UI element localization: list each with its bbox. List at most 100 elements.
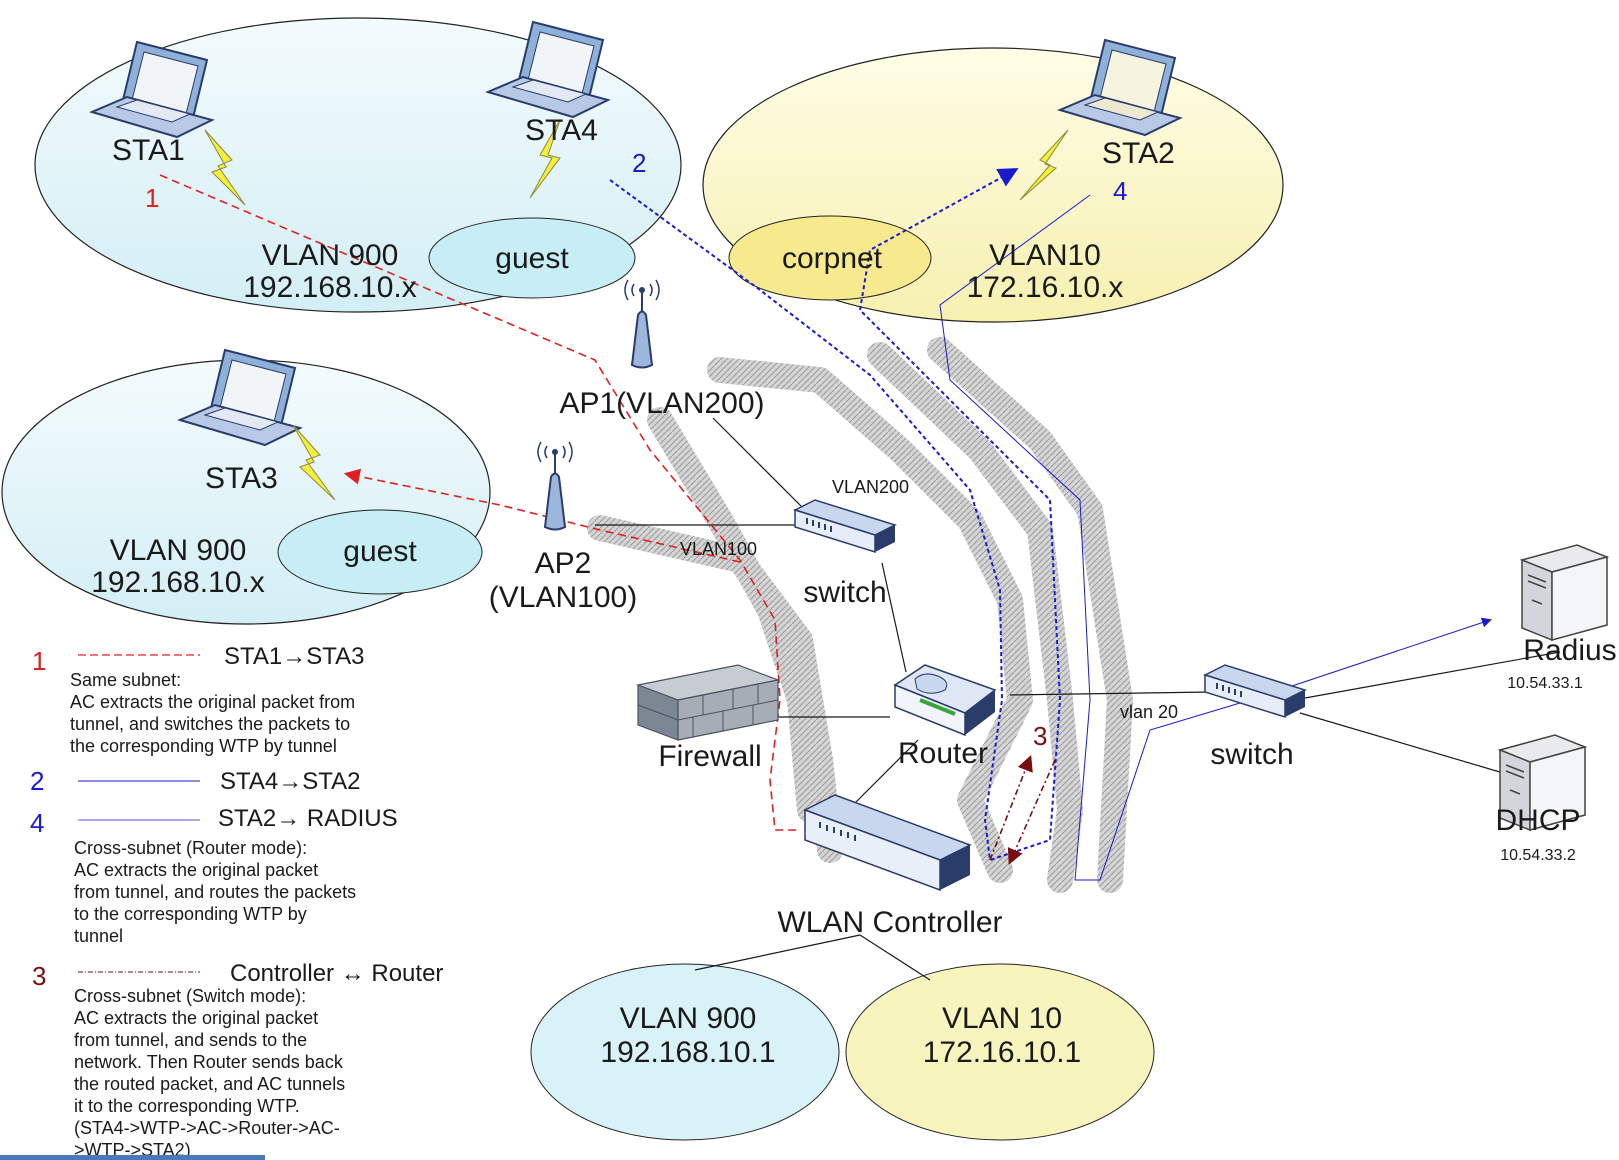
legend-4-number: 4 (30, 808, 44, 838)
tunnel-pipe-corp2 (927, 337, 1133, 893)
wlan-controller-icon (803, 794, 972, 892)
laptop-sta1-icon (89, 40, 215, 139)
link-controller-vlan900 (694, 934, 861, 971)
bottom-edge-bar (0, 1155, 265, 1160)
zone-mid-left-guest-ellipse (277, 509, 483, 595)
zone-bottom-left-ellipse (530, 963, 840, 1141)
legend-4-desc-2: AC extracts the original packet (74, 860, 318, 880)
dhcp-server-icon (1497, 734, 1588, 832)
controller-label: WLAN Controller (777, 906, 1002, 939)
radius-ip: 10.54.33.1 (1507, 675, 1583, 692)
legend-3-desc-4: network. Then Router sends back (74, 1052, 344, 1072)
link-switch2-radius (1304, 651, 1561, 699)
dhcp-ip: 10.54.33.2 (1500, 847, 1576, 864)
zone-top-left-vlan: VLAN 900 (262, 239, 399, 272)
legend-1-title: STA1→STA3 (224, 643, 364, 670)
radius-server-icon (1519, 544, 1610, 642)
legend-3-desc-3: from tunnel, and sends to the (74, 1030, 307, 1050)
path-4-sta2-radius (939, 194, 1492, 881)
network-links (595, 417, 1561, 981)
zone-bottom-left-subnet: 192.168.10.1 (600, 1036, 775, 1069)
switch-right-label: switch (1210, 738, 1293, 771)
station-sta1-label: STA1 (112, 134, 185, 167)
legend-1-desc-1: Same subnet: (70, 670, 181, 690)
legend-4-desc-5: tunnel (74, 926, 123, 946)
zone-mid-left-subnet: 192.168.10.x (91, 566, 264, 599)
wireless-bolt-sta1-icon (204, 129, 246, 206)
firewall-label: Firewall (658, 740, 761, 773)
legend-3-desc-7: (STA4->WTP->AC->Router->AC- (74, 1118, 340, 1138)
zone-top-right-subnet: 172.16.10.x (967, 271, 1124, 304)
zone-top-right-corpnet-ellipse (728, 215, 932, 301)
zone-mid-left-guest: guest (343, 535, 417, 568)
station-sta3-label: STA3 (205, 462, 278, 495)
firewall-icon (635, 664, 781, 741)
path-number-4: 4 (1113, 176, 1127, 206)
tunnel-pipe-sta4 (707, 357, 1033, 883)
ap2-label-line1: AP2 (535, 547, 592, 580)
dhcp-label: DHCP (1495, 804, 1580, 837)
tunnel-pipe-corp1 (867, 342, 1083, 893)
ap2-icon (537, 441, 573, 531)
legend-3-number: 3 (32, 961, 46, 991)
zone-top-right-vlan: VLAN10 (989, 239, 1101, 272)
link-label-vlan100: VLAN100 (680, 539, 757, 559)
ap1-label: AP1(VLAN200) (559, 387, 764, 420)
path-1-sta1-sta3 (159, 174, 800, 831)
laptop-sta3-icon (177, 348, 303, 447)
legend-3-desc-1: Cross-subnet (Switch mode): (74, 986, 306, 1006)
link-controller-vlan10 (859, 934, 931, 981)
link-switch-router (881, 562, 907, 673)
legend-4-desc-3: from tunnel, and routes the packets (74, 882, 356, 902)
tunnel-pipe-ap2 (587, 515, 843, 863)
station-sta2-label: STA2 (1102, 137, 1175, 170)
legend-3-title: Controller ↔ Router (230, 960, 443, 987)
legend-2-title: STA4→STA2 (220, 768, 360, 795)
wireless-bolt-sta3-icon (292, 424, 336, 501)
legend-4-title: STA2→ RADIUS (218, 805, 398, 832)
legend-1-desc-4: the corresponding WTP by tunnel (70, 736, 337, 756)
link-switch2-dhcp (1299, 712, 1511, 776)
laptop-sta2-icon (1057, 38, 1183, 137)
zone-bottom-right-ellipse (845, 963, 1155, 1141)
zone-top-right-corpnet: corpnet (782, 242, 883, 275)
link-label-vlan20: vlan 20 (1120, 702, 1178, 722)
wireless-bolt-sta4-icon (529, 119, 561, 199)
link-router-controller (849, 739, 919, 809)
router-label: Router (898, 737, 988, 770)
link-label-vlan200: VLAN200 (832, 477, 909, 497)
legend-1-desc-3: tunnel, and switches the packets to (70, 714, 350, 734)
path-number-3: 3 (1033, 721, 1047, 751)
legend-3-desc-5: the routed packet, and AC tunnels (74, 1074, 345, 1094)
switch-mid-icon (793, 499, 897, 554)
path-number-2: 2 (632, 148, 646, 178)
path-3-down-arrow (1007, 759, 1056, 865)
router-icon (893, 664, 997, 737)
wireless-bolt-sta2-icon (1019, 129, 1069, 201)
legend-3-desc-2: AC extracts the original packet (74, 1008, 318, 1028)
zone-bottom-right-vlan: VLAN 10 (942, 1002, 1062, 1035)
zone-mid-left-vlan: VLAN 900 (110, 534, 247, 567)
path-3-up-arrow (989, 755, 1033, 861)
ap2-label-line2: (VLAN100) (489, 581, 637, 614)
link-router-switch2 (1009, 691, 1211, 696)
laptop-sta4-icon (485, 20, 611, 119)
zone-top-left-guest: guest (495, 242, 569, 275)
legend-1-number: 1 (32, 646, 46, 676)
zone-bottom-right-subnet: 172.16.10.1 (923, 1036, 1081, 1069)
legend-1-desc-2: AC extracts the original packet from (70, 692, 355, 712)
legend: 1 STA1→STA3 Same subnet: AC extracts the… (30, 643, 443, 1160)
path-number-1: 1 (145, 183, 159, 213)
legend-4-desc-1: Cross-subnet (Router mode): (74, 838, 307, 858)
zone-bottom-left-vlan: VLAN 900 (620, 1002, 757, 1035)
switch-mid-label: switch (803, 576, 886, 609)
station-sta4-label: STA4 (525, 114, 598, 147)
tunnel-pipes (587, 337, 1133, 893)
radius-label: Radius (1523, 634, 1616, 667)
legend-2-number: 2 (30, 766, 44, 796)
ap1-icon (624, 279, 660, 369)
tunnel-pipe-ap1 (647, 407, 823, 823)
zone-top-left-guest-ellipse (428, 217, 636, 299)
zone-top-left-subnet: 192.168.10.x (243, 271, 416, 304)
